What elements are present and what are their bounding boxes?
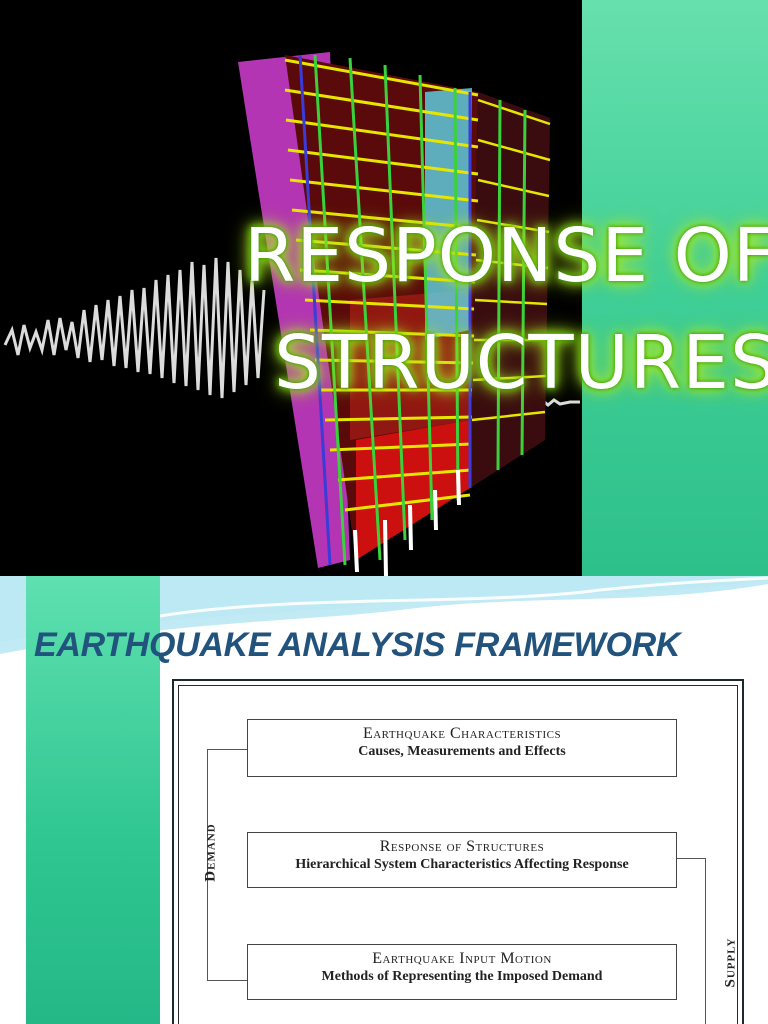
- box-title: Response of Structures: [379, 838, 545, 855]
- supply-connector-top: [677, 858, 705, 859]
- demand-connector-vertical: [207, 749, 208, 980]
- supply-label: Supply: [722, 937, 739, 988]
- building-seismic-image: [0, 0, 582, 576]
- box-subtitle: Methods of Representing the Imposed Dema…: [321, 969, 603, 984]
- figure-inner-border: Earthquake Characteristics Causes, Measu…: [178, 685, 739, 1024]
- demand-label: Demand: [202, 823, 219, 882]
- box-response-of-structures: Response of Structures Hierarchical Syst…: [247, 832, 677, 888]
- demand-connector-bottom: [207, 980, 247, 981]
- box-subtitle: Causes, Measurements and Effects: [358, 744, 566, 759]
- box-title: Earthquake Input Motion: [372, 950, 552, 967]
- wave-decoration: [0, 576, 768, 654]
- slide-heading: EARTHQUAKE ANALYSIS FRAMEWORK: [34, 626, 681, 664]
- slide-title-line-1: RESPONSE OF: [244, 213, 768, 299]
- accent-bar: [26, 576, 160, 1024]
- slide-title: RESPONSE OF STRUCTURES: [0, 0, 768, 576]
- framework-figure: Earthquake Characteristics Causes, Measu…: [172, 679, 744, 1024]
- box-earthquake-characteristics: Earthquake Characteristics Causes, Measu…: [247, 719, 677, 777]
- supply-connector-vertical: [705, 858, 706, 1024]
- building-wireframe: [238, 52, 551, 576]
- slide-framework: EARTHQUAKE ANALYSIS FRAMEWORK Earthquake…: [0, 576, 768, 1024]
- box-subtitle: Hierarchical System Characteristics Affe…: [295, 857, 629, 872]
- accent-panel: [582, 0, 768, 576]
- slide-title-line-2: STRUCTURES: [274, 320, 768, 406]
- box-title: Earthquake Characteristics: [362, 725, 562, 742]
- demand-connector-top: [207, 749, 247, 750]
- box-earthquake-input-motion: Earthquake Input Motion Methods of Repre…: [247, 944, 677, 1000]
